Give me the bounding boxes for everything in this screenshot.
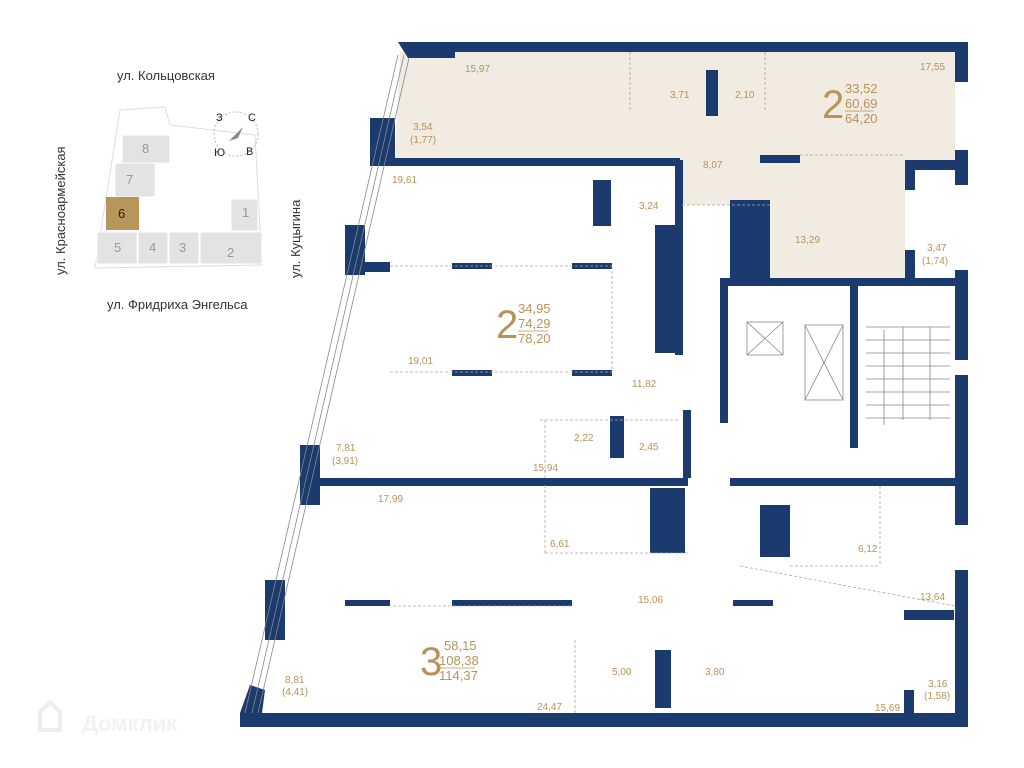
apartment-highlight[interactable] — [395, 52, 955, 278]
street-north: ул. Кольцовская — [117, 68, 215, 83]
block-1-label: 1 — [242, 205, 249, 220]
compass-icon: С В Ю З — [213, 111, 259, 159]
room-area: 2,10 — [735, 90, 755, 101]
total-area: 114,37 — [439, 668, 478, 683]
domclick-watermark: Домклик — [38, 699, 178, 736]
elevator-icon — [746, 321, 844, 401]
room-area: 19,61 — [392, 175, 417, 186]
room-area: 7,81 — [336, 443, 356, 454]
block-7[interactable] — [114, 162, 156, 198]
room-area: 6,61 — [550, 539, 570, 550]
block-7-label: 7 — [126, 172, 133, 187]
compass-south: Ю — [214, 147, 225, 159]
room-area: 5,00 — [612, 667, 632, 678]
apartment-summary-1[interactable]: 2 33,52 60,69 64,20 — [822, 81, 878, 127]
block-3-label: 3 — [179, 240, 186, 255]
area-without-balcony: 60,69 — [845, 96, 878, 111]
block-4[interactable] — [137, 231, 169, 265]
room-area: 3,47 — [927, 243, 947, 254]
room-area: 3,16 — [928, 679, 948, 690]
block-2-label: 2 — [227, 245, 234, 260]
room-area: 15,06 — [638, 595, 663, 606]
compass-east: В — [246, 146, 253, 158]
room-area: 8,81 — [285, 675, 305, 686]
room-count: 2 — [822, 83, 844, 127]
block-5-label: 5 — [114, 240, 121, 255]
stairwell-icon — [866, 326, 950, 425]
room-area: 17,99 — [378, 494, 403, 505]
balcony-area: (1,58) — [924, 691, 950, 702]
block-2[interactable] — [199, 231, 263, 265]
area-without-balcony: 108,38 — [439, 653, 479, 668]
watermark-text: Домклик — [82, 711, 178, 736]
total-area: 64,20 — [845, 111, 878, 126]
apartment-summary-2[interactable]: 2 34,95 74,29 78,20 — [496, 301, 551, 347]
balcony-area: (3,91) — [332, 456, 358, 467]
facade-windows — [244, 54, 410, 714]
block-4-label: 4 — [149, 240, 156, 255]
site-plan: ул. Кольцовская ул. Красноармейская ул. … — [53, 68, 303, 312]
street-west: ул. Красноармейская — [53, 146, 68, 275]
living-area: 58,15 — [444, 638, 477, 653]
room-area: 15,69 — [875, 703, 900, 714]
room-area: 2,45 — [639, 442, 659, 453]
room-area: 6,12 — [858, 544, 878, 555]
total-area: 78,20 — [518, 331, 551, 346]
block-8-label: 8 — [142, 141, 149, 156]
street-south: ул. Фридриха Энгельса — [107, 297, 248, 312]
room-area: 13,29 — [795, 235, 820, 246]
room-area: 3,24 — [639, 201, 659, 212]
room-area: 15,97 — [465, 64, 490, 75]
block-6-label: 6 — [118, 206, 125, 221]
balcony-area: (1,74) — [922, 256, 948, 267]
living-area: 33,52 — [845, 81, 878, 96]
room-area: 24,47 — [537, 702, 562, 713]
domclick-logo-icon — [38, 699, 62, 732]
block-8[interactable] — [121, 134, 171, 164]
block-1[interactable] — [230, 198, 259, 232]
block-6-selected[interactable] — [106, 197, 139, 230]
room-count: 2 — [496, 303, 518, 347]
walls — [240, 42, 968, 727]
room-area-labels: 15,97 3,54 (1,77) 3,71 2,10 17,55 8,07 1… — [282, 62, 950, 714]
compass-north: С — [248, 112, 256, 124]
apartment-summary-3[interactable]: 3 58,15 108,38 114,37 — [420, 638, 479, 684]
balcony-area: (4,41) — [282, 687, 308, 698]
room-area: 3,54 — [413, 122, 433, 133]
room-area: 19,01 — [408, 356, 433, 367]
room-area: 13,64 — [920, 592, 945, 603]
room-area: 3,71 — [670, 90, 690, 101]
living-area: 34,95 — [518, 301, 551, 316]
room-area: 11,82 — [632, 379, 657, 390]
street-east: ул. Куцыгина — [288, 199, 303, 278]
room-area: 15,94 — [533, 463, 558, 474]
room-area: 3,80 — [705, 667, 725, 678]
balcony-area: (1,77) — [410, 135, 436, 146]
room-boundaries — [390, 52, 956, 713]
area-without-balcony: 74,29 — [518, 316, 551, 331]
compass-west: З — [216, 112, 223, 124]
room-count: 3 — [420, 640, 442, 684]
room-area: 8,07 — [703, 160, 723, 171]
room-area: 17,55 — [920, 62, 945, 73]
block-3[interactable] — [168, 231, 200, 265]
room-area: 2,22 — [574, 433, 594, 444]
block-5[interactable] — [96, 231, 138, 265]
